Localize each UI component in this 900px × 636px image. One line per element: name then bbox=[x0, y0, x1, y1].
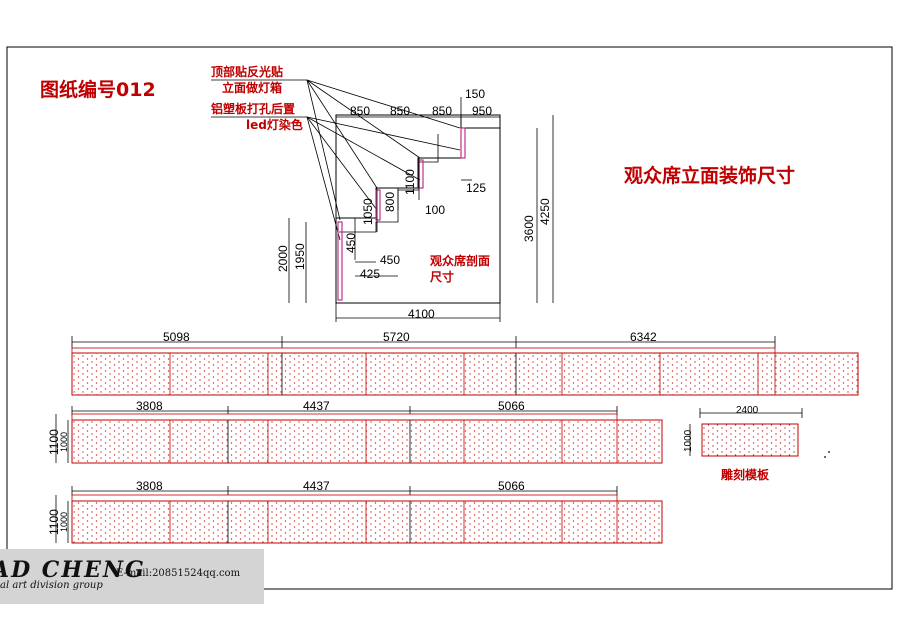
dim-section-450h: 450 bbox=[380, 253, 400, 267]
strip2-height-inner: 1000 bbox=[59, 432, 69, 452]
dim-section-1050: 1050 bbox=[361, 198, 375, 225]
section-note-1: 观众席剖面 bbox=[430, 253, 490, 268]
strip1-dim-2: 5720 bbox=[383, 330, 410, 344]
dim-section-450v: 450 bbox=[344, 233, 358, 253]
drawing-number: 图纸编号012 bbox=[40, 78, 156, 101]
strip1-dim-3: 6342 bbox=[630, 330, 657, 344]
dim-section-950: 950 bbox=[472, 104, 492, 118]
strip2-dim-3: 5066 bbox=[498, 399, 525, 413]
logo-email: E-mail:20851524qq.com bbox=[116, 568, 241, 579]
section-drawing: 850 850 850 950 150 125 100 450 425 4100… bbox=[276, 87, 554, 322]
strip2-dim-1: 3808 bbox=[136, 399, 163, 413]
dim-section-1100: 1100 bbox=[403, 169, 417, 195]
dim-section-1950: 1950 bbox=[293, 243, 307, 270]
strip3-height-outer: 1100 bbox=[47, 509, 61, 535]
carved-width: 2400 bbox=[736, 405, 759, 416]
strip3-dim-3: 5066 bbox=[498, 479, 525, 493]
strip3-dim-2: 4437 bbox=[303, 479, 330, 493]
dim-section-800: 800 bbox=[383, 192, 397, 212]
dim-section-850-a: 850 bbox=[350, 104, 370, 118]
strip3-height-inner: 1000 bbox=[59, 512, 69, 532]
dim-section-4250: 4250 bbox=[538, 198, 552, 225]
dim-section-100: 100 bbox=[425, 203, 445, 217]
callout-notes: 顶部贴反光贴 立面做灯箱 铝塑板打孔后置 led灯染色 bbox=[211, 64, 461, 241]
strip3-dim-1: 3808 bbox=[136, 479, 163, 493]
strip2-dim-2: 4437 bbox=[303, 399, 330, 413]
dim-section-150: 150 bbox=[465, 87, 485, 101]
sheet-frame bbox=[6, 46, 893, 590]
carved-height: 1000 bbox=[683, 429, 694, 452]
logo-subtitle: al art division group bbox=[0, 580, 103, 591]
callout-line-4: led灯染色 bbox=[246, 117, 303, 132]
strip2-height-outer: 1100 bbox=[47, 429, 61, 455]
callout-line-1: 顶部贴反光贴 bbox=[211, 64, 283, 79]
dim-section-850-b: 850 bbox=[390, 104, 410, 118]
carved-label: 雕刻模板 bbox=[721, 467, 770, 482]
callout-line-3: 铝塑板打孔后置 bbox=[211, 101, 295, 116]
dim-section-3600: 3600 bbox=[522, 215, 536, 242]
carved-template-panel: 2400 1000 雕刻模板 bbox=[683, 405, 830, 482]
main-title: 观众席立面装饰尺寸 bbox=[624, 164, 795, 187]
dim-section-4100: 4100 bbox=[408, 307, 435, 321]
dim-section-425: 425 bbox=[360, 267, 380, 281]
callout-line-2: 立面做灯箱 bbox=[222, 80, 282, 95]
elevation-strip-1: 5098 5720 6342 bbox=[71, 330, 859, 396]
logo-block: AD CHENG E-mail:20851524qq.com al art di… bbox=[0, 549, 264, 604]
section-note-2: 尺寸 bbox=[430, 269, 454, 284]
elevation-strip-2: 3808 4437 5066 1100 1000 bbox=[47, 399, 663, 464]
logo-name: AD CHENG bbox=[0, 557, 146, 583]
dim-section-125: 125 bbox=[466, 181, 486, 195]
elevation-strip-3: 3808 4437 5066 1100 1000 bbox=[47, 479, 663, 544]
dim-section-2000: 2000 bbox=[276, 245, 290, 272]
strip1-dim-1: 5098 bbox=[163, 330, 190, 344]
dim-section-850-c: 850 bbox=[432, 104, 452, 118]
